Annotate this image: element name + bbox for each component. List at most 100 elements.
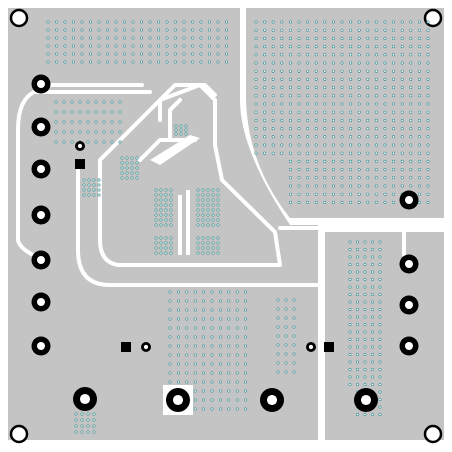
via xyxy=(378,322,382,326)
via xyxy=(349,200,353,204)
via xyxy=(244,362,248,366)
via xyxy=(370,337,374,341)
via xyxy=(169,241,173,245)
via xyxy=(363,360,367,364)
via xyxy=(340,20,344,24)
via xyxy=(235,308,239,312)
via xyxy=(211,193,215,197)
via xyxy=(182,44,186,48)
via xyxy=(159,203,163,207)
via xyxy=(118,120,122,124)
via xyxy=(218,353,222,357)
via xyxy=(409,69,413,73)
via xyxy=(176,362,180,366)
via xyxy=(72,28,76,32)
via xyxy=(323,102,327,106)
via xyxy=(254,118,258,122)
via xyxy=(314,53,318,57)
via xyxy=(216,208,220,212)
via xyxy=(288,192,292,196)
via xyxy=(288,53,292,57)
via xyxy=(191,36,195,40)
via xyxy=(78,120,82,124)
via xyxy=(206,188,210,192)
via xyxy=(409,45,413,49)
via xyxy=(216,198,220,202)
via xyxy=(164,223,168,227)
via xyxy=(374,28,378,32)
via xyxy=(94,120,98,124)
via xyxy=(254,61,258,65)
via xyxy=(383,28,387,32)
via xyxy=(355,412,359,416)
via xyxy=(206,193,210,197)
via xyxy=(280,118,284,122)
via xyxy=(426,36,430,40)
via xyxy=(280,102,284,106)
jumper-square-pad-center xyxy=(121,342,131,352)
via xyxy=(89,20,93,24)
via xyxy=(244,326,248,330)
via xyxy=(297,168,301,172)
via xyxy=(378,292,382,296)
via xyxy=(202,308,206,312)
via xyxy=(179,124,183,128)
via xyxy=(284,370,288,374)
via xyxy=(202,389,206,393)
via xyxy=(227,326,231,330)
via xyxy=(185,380,189,384)
via xyxy=(97,178,101,182)
via xyxy=(218,344,222,348)
via xyxy=(164,188,168,192)
via xyxy=(366,77,370,81)
via xyxy=(263,135,267,139)
via xyxy=(417,28,421,32)
via xyxy=(206,198,210,202)
via xyxy=(348,307,352,311)
via xyxy=(383,102,387,106)
via xyxy=(409,118,413,122)
via xyxy=(417,200,421,204)
via xyxy=(131,44,135,48)
via xyxy=(202,362,206,366)
via xyxy=(94,140,98,144)
via xyxy=(87,183,91,187)
via xyxy=(314,151,318,155)
via xyxy=(292,325,296,329)
via xyxy=(314,200,318,204)
via xyxy=(176,299,180,303)
via xyxy=(114,52,118,56)
via xyxy=(378,300,382,304)
via xyxy=(63,28,67,32)
via xyxy=(78,100,82,104)
via xyxy=(297,159,301,163)
via xyxy=(280,77,284,81)
via xyxy=(306,36,310,40)
via xyxy=(323,77,327,81)
via xyxy=(340,135,344,139)
via xyxy=(349,53,353,57)
via xyxy=(168,335,172,339)
via xyxy=(196,188,200,192)
via xyxy=(210,407,214,411)
via xyxy=(357,86,361,90)
via xyxy=(174,52,178,56)
via xyxy=(185,335,189,339)
via xyxy=(314,102,318,106)
via xyxy=(370,367,374,371)
via xyxy=(374,94,378,98)
via xyxy=(159,213,163,217)
via xyxy=(193,398,197,402)
via xyxy=(244,290,248,294)
via xyxy=(392,159,396,163)
via xyxy=(374,102,378,106)
via xyxy=(363,240,367,244)
via xyxy=(106,36,110,40)
via xyxy=(426,69,430,73)
via xyxy=(169,203,173,207)
via xyxy=(417,86,421,90)
via xyxy=(254,86,258,90)
via xyxy=(46,44,50,48)
via xyxy=(97,20,101,24)
via xyxy=(357,36,361,40)
